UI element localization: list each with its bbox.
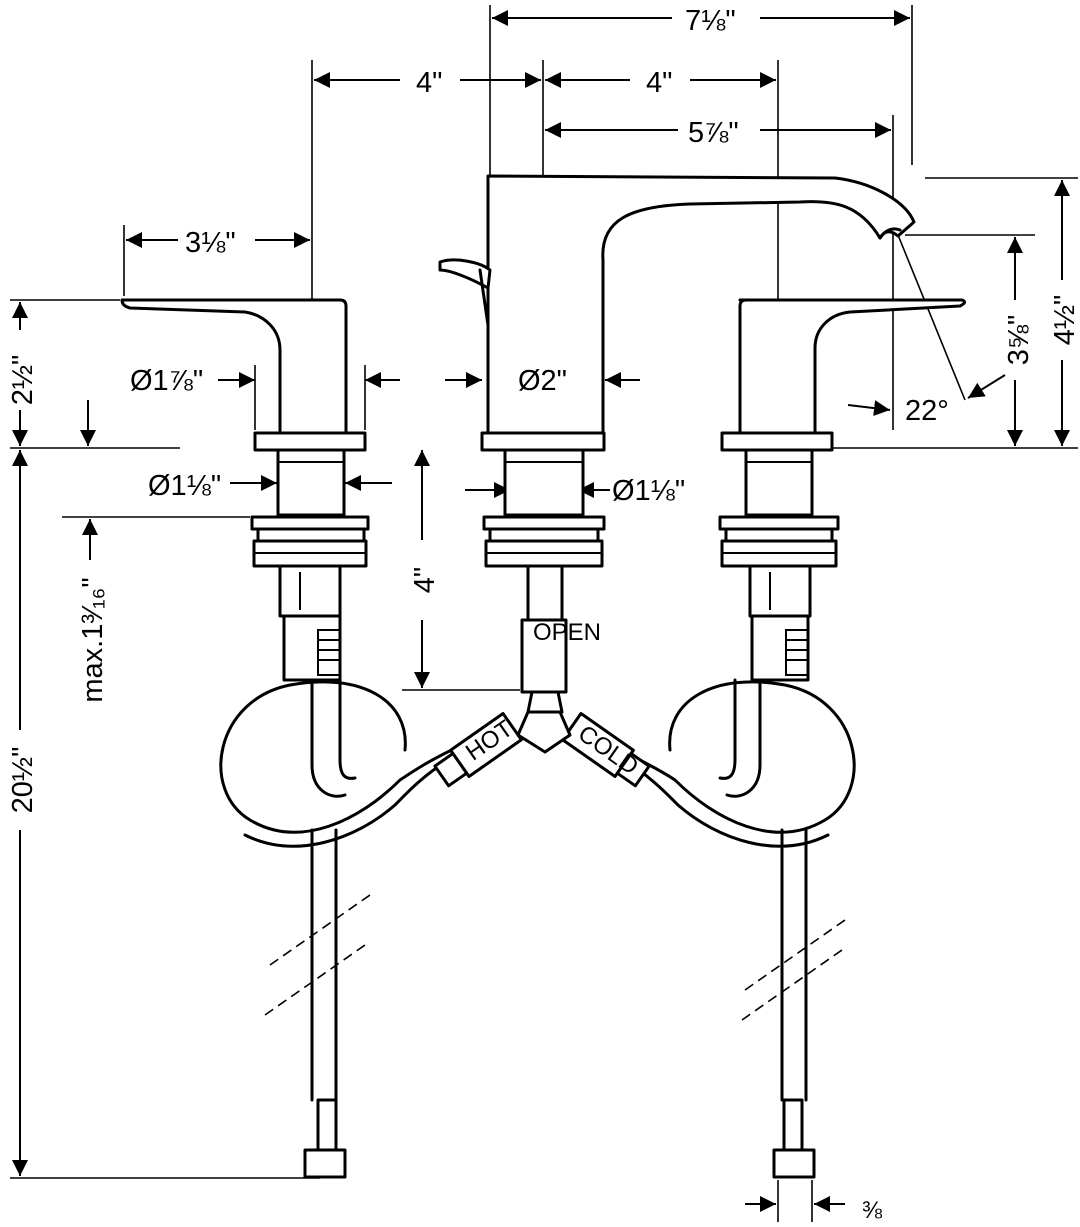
left-valve-assembly — [250, 448, 370, 682]
dim-handle-length: 3⅛" — [185, 227, 236, 259]
left-handle — [120, 298, 367, 452]
dim-handle-spout-center: 4" — [416, 67, 442, 99]
right-handle — [720, 298, 967, 452]
dim-spray-angle: 22° — [905, 395, 949, 427]
center-valve-assembly: OPEN — [482, 448, 606, 714]
dim-supply-length: 20½" — [7, 747, 39, 814]
dim-overall-height: 4½" — [1049, 295, 1080, 346]
dim-max-deck-thickness: max.1³⁄₁₆" — [77, 577, 109, 702]
dimension-labels: 7⅛" 4" 4" 5⅞" 3⅛" Ø1⅞" Ø2" Ø1⅛" Ø1⅛" 22°… — [7, 5, 1080, 1224]
dim-spout-reach: 5⅞" — [688, 117, 739, 149]
right-hose: COLD — [516, 678, 856, 1179]
dim-shank-length: 4" — [409, 567, 441, 593]
dim-shank-right: Ø1⅛" — [612, 475, 685, 507]
dim-handle-height: 2½" — [7, 355, 39, 406]
dim-spout-handle-center: 4" — [646, 67, 672, 99]
dim-connection-size: ⅜ — [862, 1197, 883, 1224]
spout-body — [438, 174, 916, 452]
dim-spout-outlet-height: 3⅝" — [1003, 315, 1035, 366]
center-hose-label: OPEN — [533, 619, 601, 646]
dim-overall-width: 7⅛" — [685, 5, 736, 37]
right-valve-assembly — [718, 448, 840, 682]
dim-shank-left: Ø1⅛" — [148, 470, 221, 502]
dim-handle-diameter: Ø1⅞" — [130, 365, 203, 397]
left-hose: HOT — [219, 678, 523, 1179]
dimension-lines — [12, 10, 1070, 1212]
dim-spout-diameter: Ø2" — [518, 365, 567, 397]
